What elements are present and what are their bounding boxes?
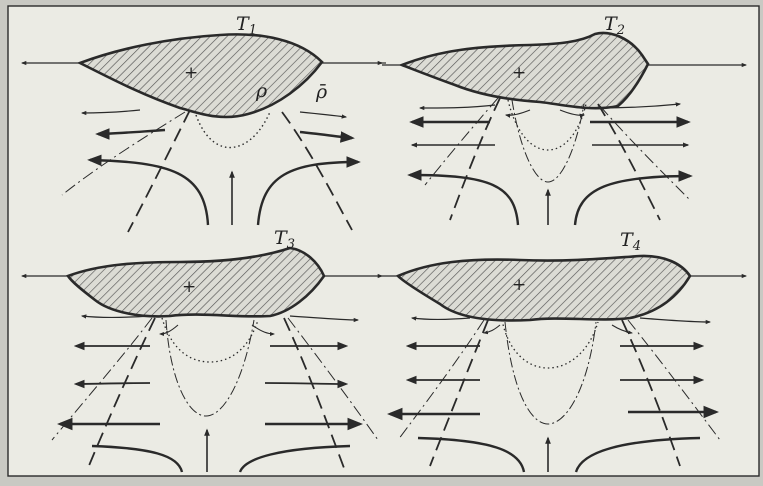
panel-t1-sign: + <box>184 63 198 83</box>
panel-t1-outside-label: ρ̄ <box>315 81 328 103</box>
panel-t2-sign: + <box>512 63 526 83</box>
panel-t1-region-label: ρ <box>255 80 268 102</box>
panel-t3-sign: + <box>182 277 196 297</box>
panel-t4-sign: + <box>512 275 526 295</box>
